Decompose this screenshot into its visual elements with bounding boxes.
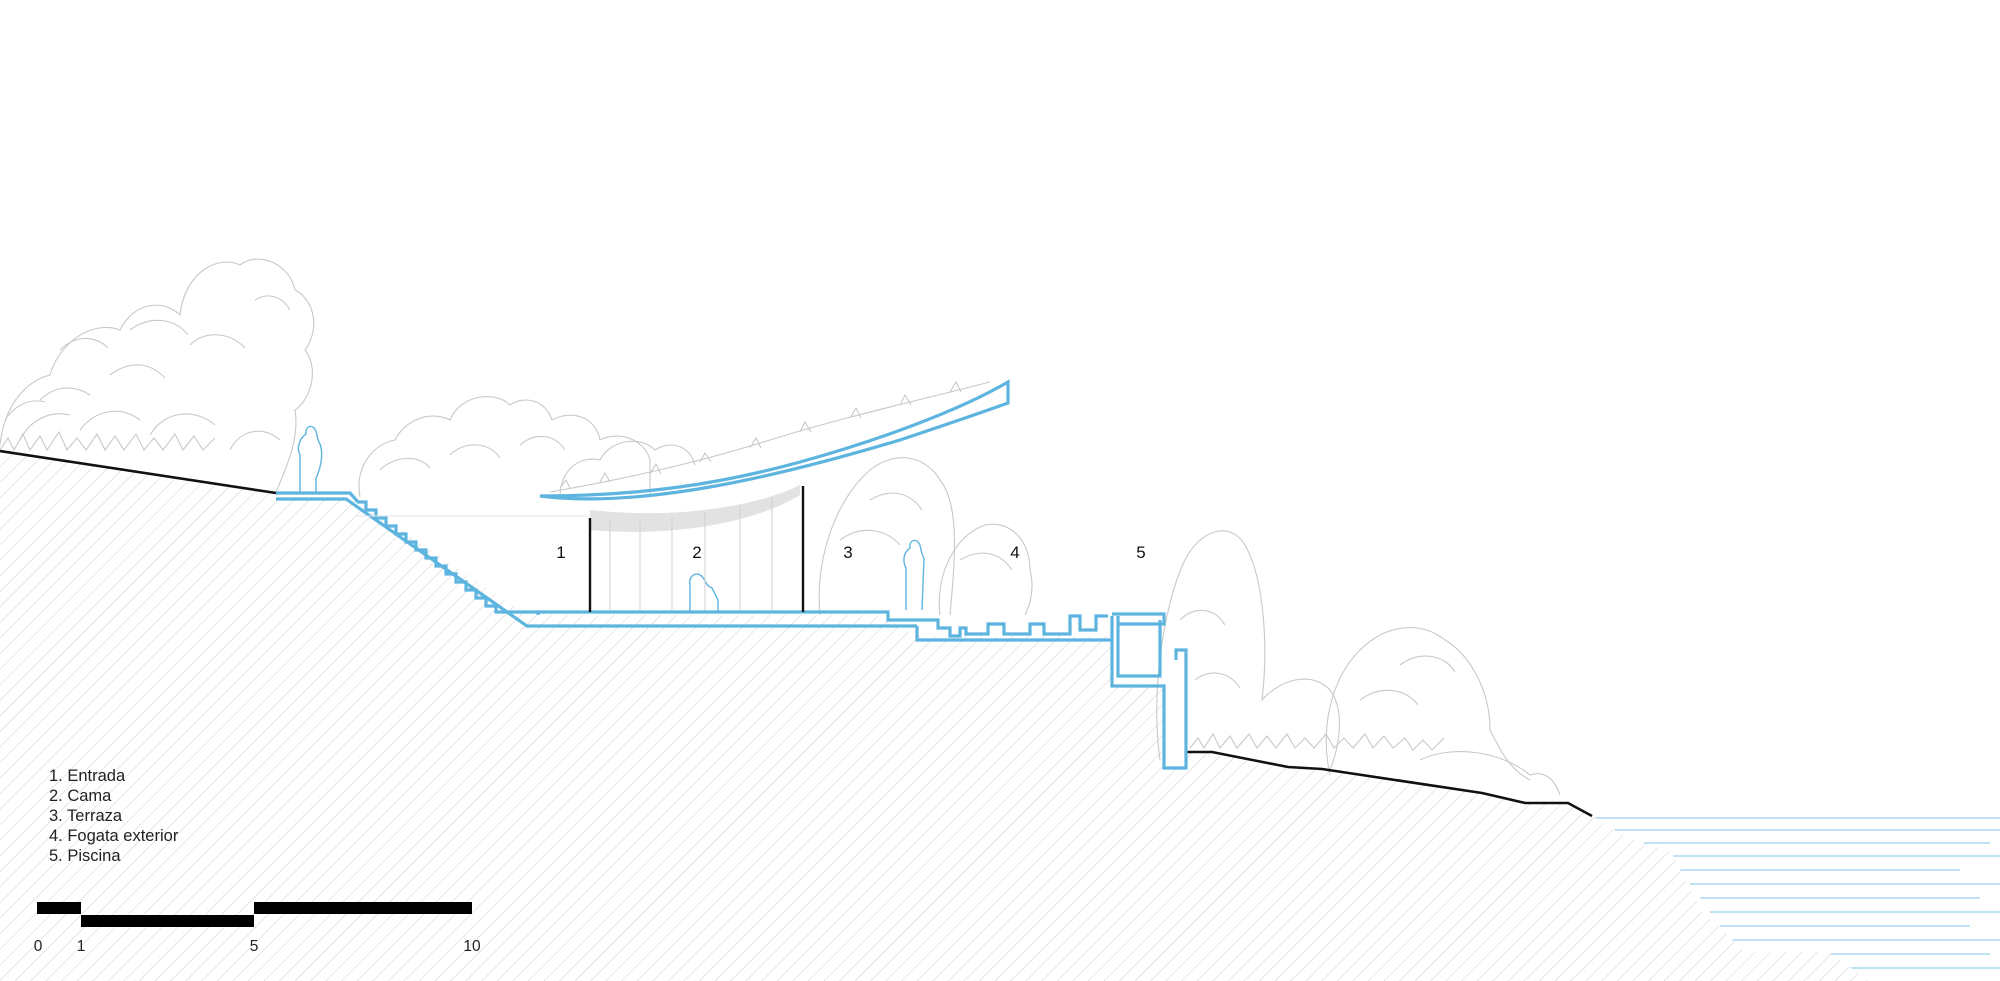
scale-tick-5: 5 bbox=[250, 938, 259, 955]
ground-hatch bbox=[0, 451, 1870, 981]
vegetation bbox=[0, 258, 1561, 796]
scale-tick-10: 10 bbox=[463, 938, 481, 955]
tree-cluster-middle bbox=[358, 396, 696, 498]
people-figures bbox=[297, 425, 925, 612]
person-seated bbox=[688, 573, 719, 612]
green-roof-planting bbox=[549, 380, 991, 493]
zone-label-3: 3 bbox=[843, 543, 852, 562]
roof-shadow bbox=[590, 485, 800, 532]
legend: 1. Entrada 2. Cama 3. Terraza 4. Fogata … bbox=[49, 766, 178, 866]
scale-segment-1-5 bbox=[81, 915, 254, 927]
floor-slab bbox=[538, 610, 1108, 638]
legend-item-terraza: 3. Terraza bbox=[49, 807, 123, 825]
tree-cluster-terrace bbox=[818, 457, 1033, 616]
entrance-stair bbox=[276, 491, 540, 615]
legend-item-piscina: 5. Piscina bbox=[49, 847, 121, 865]
scale-tick-0: 0 bbox=[34, 938, 43, 955]
scale-bar: 0 1 5 10 bbox=[34, 902, 481, 955]
section-cut bbox=[276, 379, 1188, 770]
person-terrace bbox=[903, 539, 925, 611]
zone-label-1: 1 bbox=[556, 543, 565, 562]
scale-tick-1: 1 bbox=[77, 938, 86, 955]
zone-label-2: 2 bbox=[692, 543, 701, 562]
pool-basin bbox=[1110, 616, 1188, 770]
terrain-profile-left bbox=[0, 449, 277, 495]
tree-cluster-right bbox=[1156, 530, 1561, 796]
person-entrance bbox=[297, 425, 323, 494]
tree-cluster-left bbox=[0, 258, 315, 493]
zone-labels: 1 2 3 4 5 bbox=[556, 543, 1145, 562]
interior-elements bbox=[355, 485, 805, 612]
scale-segment-0-1 bbox=[37, 902, 81, 914]
zone-label-5: 5 bbox=[1136, 543, 1145, 562]
legend-item-cama: 2. Cama bbox=[49, 787, 112, 805]
legend-item-fogata-exterior: 4. Fogata exterior bbox=[49, 827, 179, 845]
terrain-profile-right bbox=[1186, 750, 1593, 818]
scale-segment-5-10 bbox=[254, 902, 472, 914]
curved-roof bbox=[539, 379, 1010, 501]
ground-shrubs bbox=[0, 430, 1445, 751]
zone-label-4: 4 bbox=[1010, 543, 1019, 562]
legend-item-entrada: 1. Entrada bbox=[49, 767, 126, 785]
